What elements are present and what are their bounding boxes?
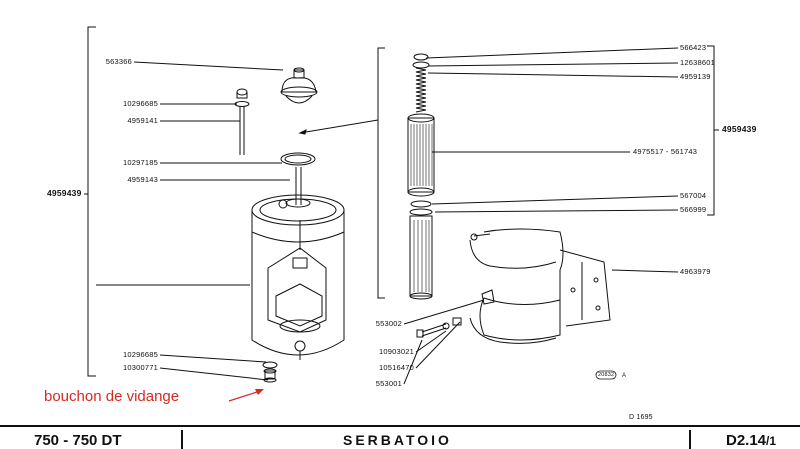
stamp-code: 20832: [598, 372, 615, 378]
part-label-4959143: 4959143: [127, 175, 158, 184]
part-label-553002: 553002: [375, 319, 402, 328]
drain-plug-annotation: bouchon de vidange: [44, 388, 180, 405]
part-label-4959439-right: 4959439: [722, 124, 757, 134]
mounting-bracket: [469, 228, 611, 344]
tank-cap: [280, 67, 318, 104]
part-label-563366: 563366: [105, 57, 132, 66]
sheet-subnumber: /1: [766, 434, 777, 448]
left-assembly-bracket: [87, 26, 96, 377]
drain-washer: [262, 361, 278, 369]
footer-rule: [0, 425, 800, 427]
part-label-553001: 553001: [375, 379, 402, 388]
filter-stack: [407, 53, 435, 300]
filter-sub-bracket: [377, 47, 385, 299]
part-label-566423: 566423: [680, 43, 707, 52]
footer-divider-left: [181, 430, 183, 449]
part-label-10300771: 10300771: [123, 363, 158, 372]
part-label-4959139: 4959139: [680, 72, 711, 81]
part-label-10903021: 10903021: [379, 347, 414, 356]
page-title: SERBATOIO: [343, 432, 452, 448]
seal-ring: [280, 152, 316, 166]
part-label-4959141: 4959141: [127, 116, 158, 125]
part-label-10296685-top: 10296685: [123, 99, 158, 108]
level-rod: [234, 88, 250, 155]
stamp-suffix: A: [622, 373, 627, 379]
drawing-ref-code: D 1695: [629, 414, 653, 421]
part-label-4963979: 4963979: [680, 267, 711, 276]
part-label-566999: 566999: [680, 205, 707, 214]
sheet-number: D2.14/1: [726, 432, 776, 449]
drain-plug: [263, 368, 277, 383]
part-label-10297185: 10297185: [123, 158, 158, 167]
stamp-box: [595, 370, 617, 380]
model-name: 750 - 750 DT: [34, 432, 122, 449]
tank-body: [251, 194, 345, 360]
part-label-4959439-left: 4959439: [47, 188, 82, 198]
part-label-4975517: 4975517 - 561743: [633, 147, 698, 156]
part-label-12638601: 12638601: [680, 58, 715, 67]
sheet-code: D2.14: [726, 432, 767, 449]
bolt-set: [416, 317, 462, 338]
part-label-10296685-bottom: 10296685: [123, 350, 158, 359]
part-label-567004: 567004: [680, 191, 707, 200]
footer-divider-right: [689, 430, 691, 449]
annotation-arrow: [228, 389, 264, 402]
part-label-10516470: 10516470: [379, 363, 414, 372]
